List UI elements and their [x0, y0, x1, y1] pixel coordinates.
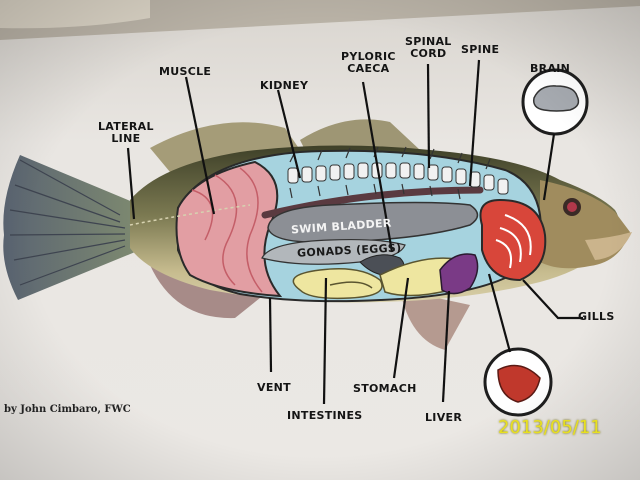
label-gills: GILLS	[578, 311, 615, 323]
label-brain: BRAIN	[530, 63, 570, 75]
label-vent: VENT	[257, 382, 291, 394]
label-spinal-cord-line2: CORD	[405, 48, 452, 60]
label-pyloric-caeca: PYLORIC CAECA	[341, 51, 396, 75]
label-spinal-cord: SPINAL CORD	[405, 36, 452, 60]
camera-timestamp: 2013/05/11	[498, 417, 602, 438]
label-spine: SPINE	[461, 44, 499, 56]
label-lateral-line-line2: LINE	[98, 133, 154, 145]
label-stomach: STOMACH	[353, 383, 417, 395]
label-liver: LIVER	[425, 412, 462, 424]
label-kidney: KIDNEY	[260, 80, 308, 92]
label-pyloric-caeca-line2: CAECA	[341, 63, 396, 75]
label-intestines: INTESTINES	[287, 410, 362, 422]
illustration-credit: by John Cimbaro, FWC	[4, 404, 131, 415]
label-muscle: MUSCLE	[159, 66, 211, 78]
label-lateral-line: LATERAL LINE	[98, 121, 154, 145]
